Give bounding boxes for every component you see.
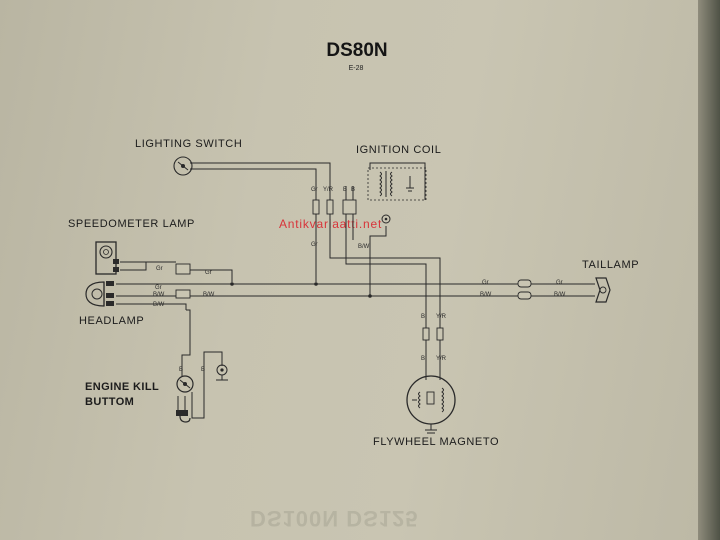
- speedometer-lamp-label: SPEEDOMETER LAMP: [68, 218, 195, 230]
- wire-label: B: [179, 367, 183, 373]
- wire-switch-gr: [190, 168, 317, 200]
- wire-label: B/W: [153, 302, 165, 308]
- wire-switch-yr: [190, 162, 331, 200]
- connector: [517, 279, 532, 288]
- wire-label: B: [201, 367, 205, 373]
- flywheel-magneto-label: FLYWHEEL MAGNETO: [373, 436, 499, 448]
- connector: [326, 199, 334, 215]
- wire-head-bw-b: [116, 303, 187, 310]
- wire-yr-magneto: [329, 214, 441, 328]
- wire-label: B: [351, 187, 355, 193]
- wire-label: Gr: [556, 280, 563, 286]
- wire-label: B/W: [554, 292, 566, 298]
- page-edge: [698, 0, 720, 540]
- taillamp-label: TAILLAMP: [582, 259, 639, 271]
- connector: [517, 291, 532, 300]
- wire-label: B: [343, 187, 347, 193]
- wire-label: Gr: [155, 285, 162, 291]
- wire-speedo-2: [190, 269, 233, 282]
- lighting-switch-label: LIGHTING SWITCH: [135, 138, 242, 150]
- wire-label: Y/R: [436, 314, 447, 320]
- wire-label: Gr: [482, 280, 489, 286]
- diagram-subtitle: E-28: [349, 65, 364, 72]
- wire-label: B/W: [358, 244, 370, 250]
- wire-label: B/W: [203, 292, 215, 298]
- wire-label: B/W: [153, 292, 165, 298]
- headlamp-label: HEADLAMP: [79, 315, 144, 327]
- speedometer-lamp-icon: [95, 241, 119, 275]
- wire-label: B: [421, 314, 425, 320]
- wire-label: B/W: [480, 292, 492, 298]
- engine-kill-switch-icon: [176, 375, 194, 423]
- junction-dot: [230, 282, 234, 286]
- wire-speedo-3: [120, 262, 147, 271]
- wire-coil-bracket: [369, 162, 426, 200]
- ignition-coil-label: IGNITION COIL: [356, 144, 441, 156]
- wire-label: Y/R: [436, 356, 447, 362]
- spark-plug-icon: [381, 214, 391, 224]
- taillamp-icon: [595, 277, 611, 303]
- watermark-text: Antikvariaatti.net: [279, 217, 382, 231]
- flywheel-magneto-icon: [406, 375, 456, 434]
- ignition-coil-icon: [367, 167, 427, 201]
- diagram-title: DS80N: [326, 40, 387, 61]
- connector: [436, 327, 444, 341]
- indicator-lamp-icon: [216, 364, 228, 381]
- wire-magneto-leads: [425, 340, 441, 380]
- wire-kill-b: [181, 309, 191, 376]
- wire-label: Gr: [205, 270, 212, 276]
- wire-label: Gr: [156, 266, 163, 272]
- junction-dot: [368, 294, 372, 298]
- wire-coil-top: [345, 186, 354, 200]
- wire-label: B: [421, 356, 425, 362]
- lighting-switch-icon: [173, 156, 193, 176]
- connector: [342, 199, 357, 215]
- headlamp-icon: [85, 281, 114, 307]
- junction-dot: [314, 282, 318, 286]
- wire-kill-ground: [191, 351, 223, 419]
- connector: [175, 289, 191, 299]
- wire-label: Y/R: [323, 187, 334, 193]
- connector: [422, 327, 430, 341]
- wire-label: Gr: [311, 187, 318, 193]
- connector: [175, 263, 191, 275]
- wire-bw-coil: [369, 226, 387, 296]
- wire-label: Gr: [311, 242, 318, 248]
- engine-kill-label-line1: ENGINE KILL: [85, 381, 159, 393]
- connector: [312, 199, 320, 215]
- engine-kill-label-line2: BUTTOM: [85, 396, 134, 408]
